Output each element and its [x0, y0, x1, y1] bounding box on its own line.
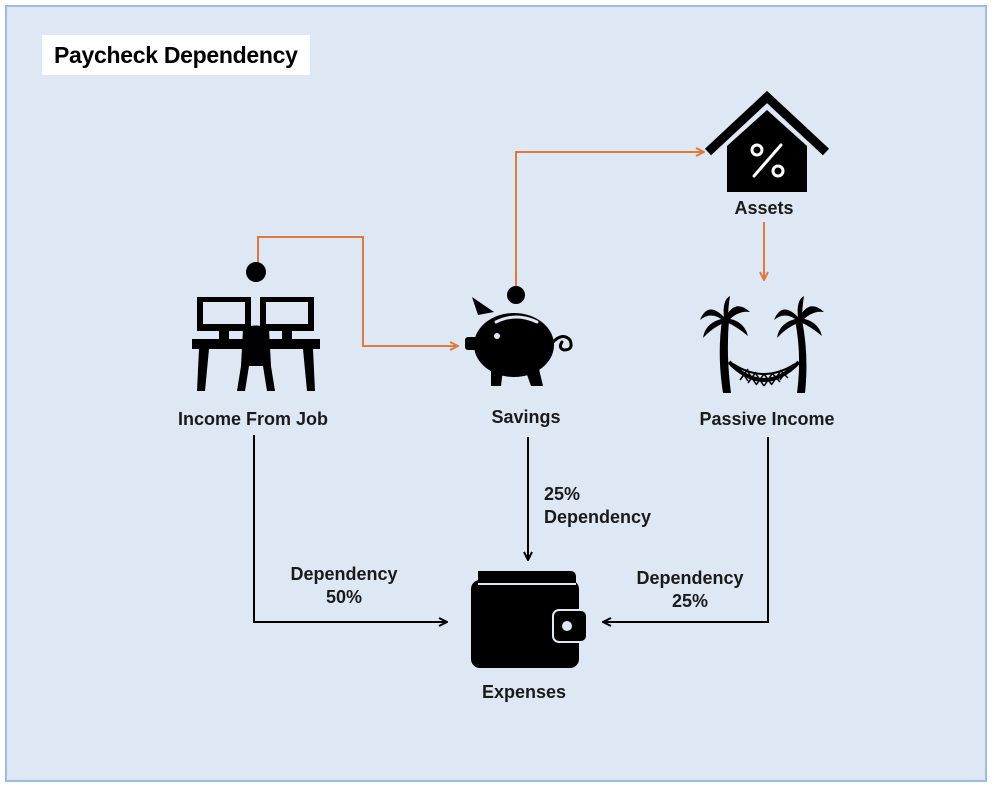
workstation-icon — [192, 262, 320, 391]
piggy-bank-icon — [465, 286, 573, 386]
arrow-passive-to-expenses — [603, 437, 769, 622]
house-percent-icon — [704, 90, 830, 192]
node-label-savings: Savings — [491, 407, 561, 427]
edge-label-line: 25% — [544, 484, 581, 504]
diagram-title: Paycheck Dependency — [54, 41, 298, 68]
node-label-expenses: Expenses — [481, 682, 567, 702]
edge-label-line: Dependency — [544, 507, 652, 527]
edge-label-passive-to-expenses: Dependency 25% — [622, 567, 758, 613]
edge-label-line: 25% — [671, 591, 709, 611]
edge-label-line: Dependency — [636, 568, 744, 588]
wallet-icon — [471, 571, 588, 668]
edge-label-job-to-expenses: Dependency 50% — [276, 563, 412, 609]
node-label-assets: Assets — [734, 198, 794, 218]
palm-hammock-icon — [700, 296, 824, 393]
node-label-passive-income: Passive Income — [699, 409, 835, 429]
edge-label-line: 50% — [325, 587, 363, 607]
arrow-job-to-savings — [257, 236, 458, 346]
arrow-job-to-expenses — [253, 435, 447, 622]
edge-label-line: Dependency — [290, 564, 398, 584]
node-label-income-from-job: Income From Job — [177, 409, 329, 429]
arrow-savings-to-assets — [515, 152, 704, 287]
edge-label-savings-to-expenses: 25% Dependency — [544, 483, 664, 529]
title-box: Paycheck Dependency — [42, 35, 310, 75]
